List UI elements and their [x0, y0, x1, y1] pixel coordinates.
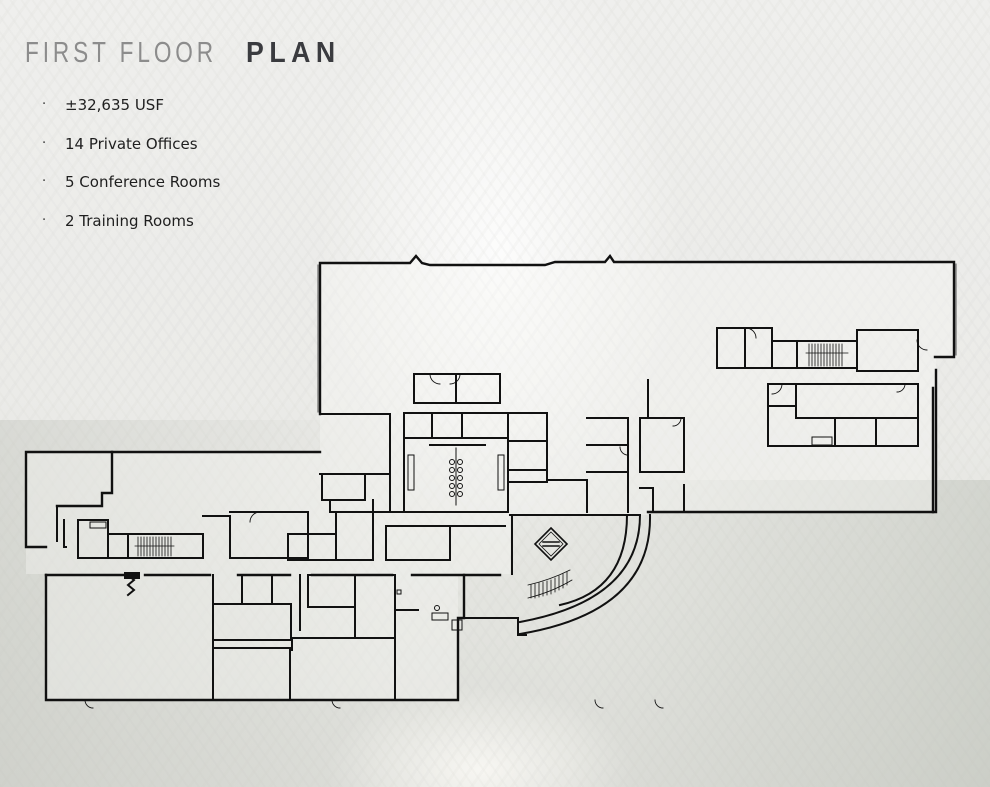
- feature-label: ±32,635 USF: [65, 96, 164, 114]
- upper-wing-walls: [318, 253, 956, 514]
- feature-item: · 5 Conference Rooms: [42, 171, 220, 210]
- west-stair-icon: [134, 536, 175, 557]
- feature-item: · 14 Private Offices: [42, 133, 220, 172]
- bullet-icon: ·: [42, 97, 47, 112]
- core-east-offices: [507, 379, 685, 513]
- west-wing-walls: [24, 450, 322, 549]
- page-title: FIRST FLOOR PLAN: [25, 36, 349, 70]
- bullet-icon: ·: [42, 212, 47, 228]
- central-small-office: [413, 373, 501, 404]
- bullet-icon: ·: [42, 174, 47, 189]
- curved-stair-icon: [527, 569, 573, 599]
- sw-block-walls: [44, 573, 466, 702]
- feature-label: 5 Conference Rooms: [65, 173, 221, 191]
- ne-office-block: [716, 327, 919, 372]
- feature-item: · 2 Training Rooms: [42, 210, 220, 249]
- east-office-block: [767, 383, 919, 447]
- feature-list: · ±32,635 USF · 14 Private Offices · 5 Conf…: [42, 94, 220, 248]
- curved-lobby: [463, 513, 652, 636]
- background-trees-right: [570, 480, 990, 787]
- feature-item: · ±32,635 USF: [42, 94, 220, 133]
- junction-offices: [287, 413, 506, 561]
- sw-ramp-icon: [124, 572, 140, 597]
- restroom-fixtures-icon: [407, 447, 505, 506]
- sw-fixtures-icon: [396, 589, 463, 631]
- background-trees-left: [0, 420, 380, 787]
- title-light: FIRST FLOOR: [25, 37, 218, 69]
- entrance-diamond-icon: [533, 526, 569, 562]
- door-swings: [84, 327, 928, 709]
- floor-fill: [26, 262, 954, 700]
- ne-stair-icon: [805, 343, 849, 367]
- bullet-icon: ·: [42, 135, 47, 151]
- feature-label: 2 Training Rooms: [65, 211, 194, 230]
- title-bold: PLAN: [246, 37, 341, 69]
- feature-label: 14 Private Offices: [65, 134, 198, 153]
- core-walls: [403, 412, 509, 513]
